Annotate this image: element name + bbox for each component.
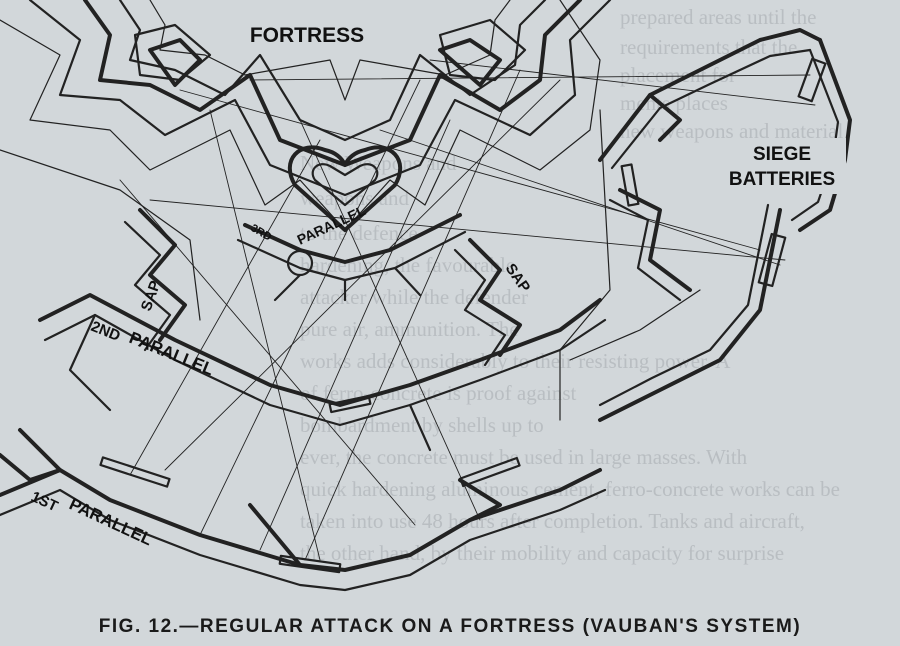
svg-text:pure air, ammunition. The: pure air, ammunition. The	[300, 317, 519, 341]
third-parallel-number: 3RD	[249, 222, 274, 243]
svg-text:quick hardening aluminous ceme: quick hardening aluminous cement, ferro-…	[300, 477, 840, 501]
svg-text:works adds considerably to the: works adds considerably to their resisti…	[300, 349, 731, 373]
siege-label-line1: SIEGE	[753, 144, 811, 165]
figure-caption: FIG. 12.—REGULAR ATTACK ON A FORTRESS (V…	[98, 616, 802, 637]
first-parallel-label: PARALLEL	[66, 494, 155, 549]
second-parallel-number: 2ND	[89, 318, 123, 345]
fire-lines	[119, 59, 816, 561]
sap-right	[453, 238, 522, 367]
background-text: prepared areas until the requirements th…	[300, 5, 843, 565]
svg-text:the other hand, by their mobil: the other hand, by their mobility and ca…	[300, 541, 784, 565]
fortress-label-bg	[238, 18, 376, 50]
siege-label-line2: BATTERIES	[729, 169, 835, 190]
svg-text:to the defence: to the defence	[300, 221, 418, 245]
siege-batteries	[569, 28, 852, 422]
svg-text:ever, the concrete must be use: ever, the concrete must be used in large…	[300, 445, 748, 469]
fortress-label: FORTRESS	[250, 24, 364, 47]
svg-text:placement for: placement for	[620, 63, 736, 87]
siege-label-bg	[718, 138, 846, 194]
third-parallel	[236, 213, 467, 302]
first-parallel	[0, 428, 607, 592]
second-parallel	[38, 293, 607, 452]
sap-left	[123, 208, 187, 352]
parallel-batteries	[99, 394, 521, 574]
svg-text:prepared areas until the: prepared areas until the	[620, 5, 817, 29]
